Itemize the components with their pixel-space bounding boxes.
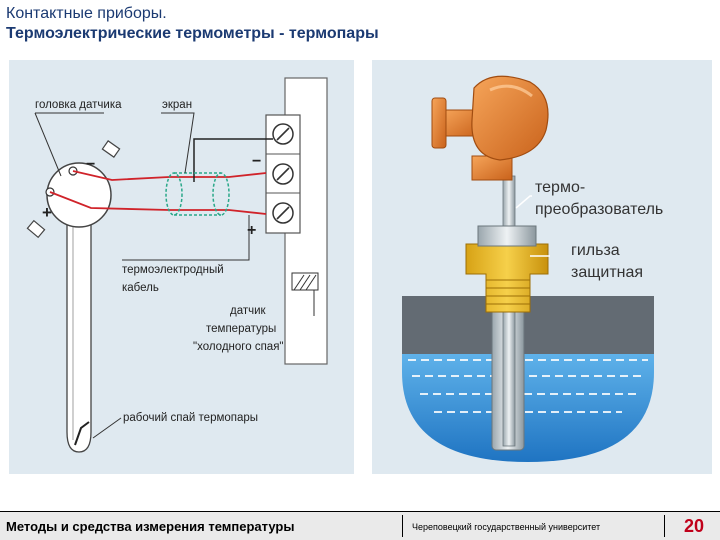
probe-stem (66, 199, 92, 453)
leader-cable (122, 215, 250, 261)
head-plus-sign: + (42, 203, 52, 222)
label-working-junction: рабочий спай термопары (123, 412, 258, 424)
terminal-screw-middle (272, 163, 294, 185)
head-lug-top (101, 140, 121, 158)
thermoconverter-head (431, 75, 549, 181)
footer-divider-2 (664, 515, 665, 537)
fitting-cap (477, 225, 537, 247)
slide-title: Контактные приборы. Термоэлектрические т… (6, 4, 379, 44)
head-lug-left (26, 219, 46, 239)
terminal-screw-bottom (272, 202, 294, 224)
leader-screen (161, 112, 195, 174)
page-number: 20 (684, 516, 705, 536)
leader-thermo (515, 195, 532, 209)
block-plus-sign: + (247, 222, 256, 239)
water (402, 354, 654, 462)
footer-divider-1 (402, 515, 403, 537)
right-diagram-panel: термо- преобразователь гильза защитная (372, 60, 712, 474)
cable-screen (165, 172, 230, 216)
label-thermo-line-1: термо- (535, 179, 585, 196)
terminal-screw-top (272, 123, 294, 145)
working-junction (74, 421, 90, 446)
label-thermo-line-2: преобразователь (535, 201, 663, 218)
label-sensor-line-2: температуры (206, 323, 276, 335)
thermocouple-schematic: − + − + головка датчика экран термо (26, 77, 328, 453)
thermoconverter-illustration: термо- преобразователь гильза защитная (402, 75, 663, 462)
title-line-1: Контактные приборы. (6, 5, 167, 22)
water-waves (408, 359, 648, 413)
sleeve-fitting (465, 243, 549, 313)
wire-minus (72, 170, 267, 181)
label-cable-line-1: термоэлектродный (122, 264, 224, 276)
leader-head (34, 112, 104, 177)
label-sleeve-line-2: защитная (571, 264, 643, 281)
label-sensor-line-1: датчик (230, 305, 267, 317)
title-line-2: Термоэлектрические термометры - термопар… (6, 25, 379, 42)
footer-bar: Методы и средства измерения температуры … (0, 511, 720, 540)
leader-junction (92, 417, 122, 439)
label-sensor-line-3: "холодного спая" (193, 341, 284, 353)
university-name: Череповецкий государственный университет (412, 522, 601, 532)
footer-top-rule (0, 511, 720, 512)
head-minus-sign: − (86, 156, 95, 173)
cold-junction-sensor (291, 272, 319, 291)
label-sensor-head: головка датчика (35, 99, 122, 111)
label-cable-line-2: кабель (122, 282, 159, 294)
left-diagram-panel: − + − + головка датчика экран термо (9, 60, 354, 474)
block-minus-sign: − (252, 153, 261, 170)
shield-wire (193, 138, 273, 182)
course-name: Методы и средства измерения температуры (6, 519, 295, 534)
label-screen: экран (162, 99, 192, 111)
label-sleeve-line-1: гильза (571, 242, 620, 259)
